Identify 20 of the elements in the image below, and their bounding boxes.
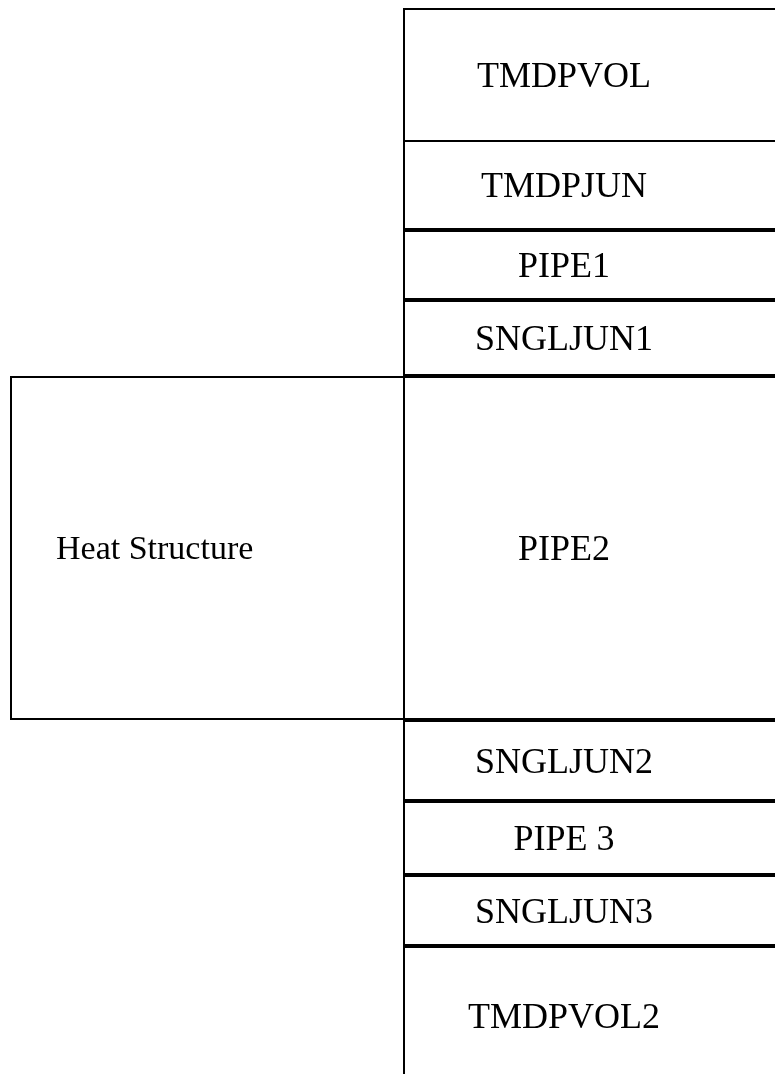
component-label: PIPE1 xyxy=(518,247,610,283)
component-box xyxy=(403,8,775,142)
component-label: Heat Structure xyxy=(56,528,255,568)
component-box xyxy=(403,801,775,875)
heat-structure-box xyxy=(10,376,403,720)
component-label: SNGLJUN3 xyxy=(475,892,653,929)
component-box xyxy=(403,875,775,946)
component-label: TMDPVOL2 xyxy=(468,998,660,1034)
component-box xyxy=(403,300,775,376)
component-label: SNGLJUN2 xyxy=(475,742,653,779)
component-box xyxy=(403,720,775,801)
component-box xyxy=(403,140,775,230)
component-label: PIPE2 xyxy=(518,530,610,566)
component-box xyxy=(403,376,775,720)
component-label: PIPE 3 xyxy=(513,820,615,856)
component-box xyxy=(403,230,775,300)
component-label: SNGLJUN1 xyxy=(475,320,653,356)
component-label: TMDPJUN xyxy=(481,167,647,203)
component-label: TMDPVOL xyxy=(477,57,651,93)
component-box xyxy=(403,946,775,1074)
